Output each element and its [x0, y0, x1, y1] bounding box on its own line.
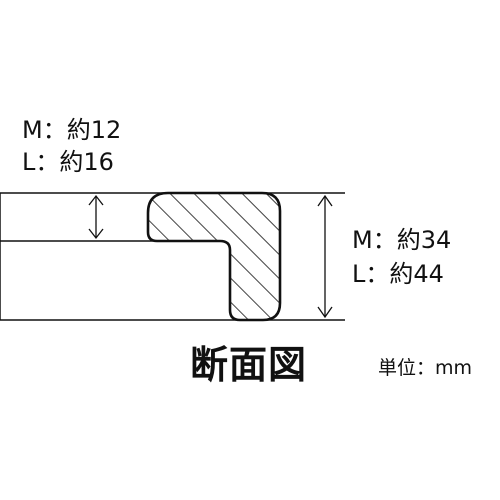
height-label-m: M：約34 [352, 226, 451, 254]
unit-note: 単位：mm [378, 357, 472, 379]
guard-profile [146, 191, 282, 322]
height-dimension-arrow [317, 194, 333, 319]
thickness-label-m: M：約12 [22, 116, 121, 144]
diagram-title: 断面図 [190, 343, 307, 387]
thickness-dimension-arrow [88, 194, 104, 240]
height-label-l: L：約44 [352, 260, 444, 288]
thickness-label-l: L：約16 [22, 148, 114, 176]
